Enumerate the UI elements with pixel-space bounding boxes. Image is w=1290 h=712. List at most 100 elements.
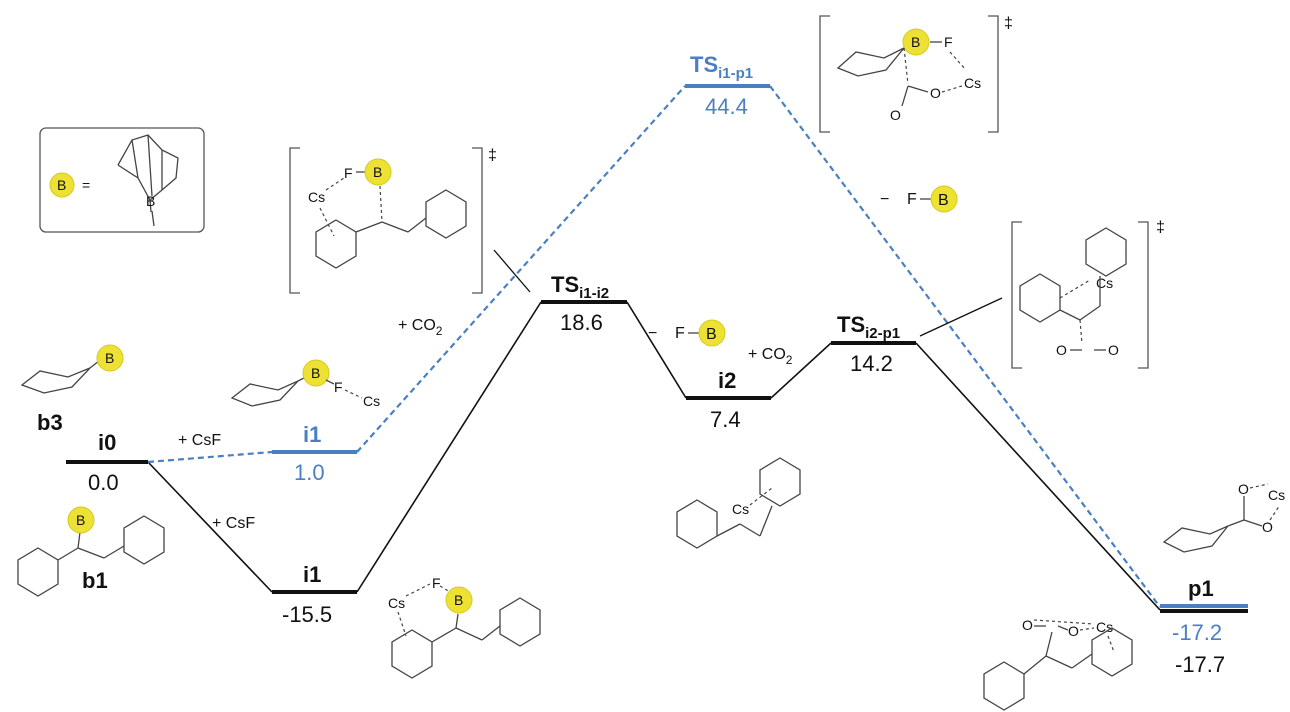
tsp-f-atom: F — [944, 34, 953, 50]
bond-ch2-ring — [1071, 653, 1093, 669]
label-ts-i1-p1: TSi1-p1 — [690, 52, 753, 82]
energy-ts-i2-p1: 14.2 — [850, 351, 893, 376]
boron-icon — [302, 359, 330, 387]
i1-f-atom: F — [334, 379, 343, 395]
energy-i2: 7.4 — [710, 407, 741, 432]
label-i1-black: i1 — [303, 562, 321, 587]
co2-right-sub: 2 — [786, 353, 793, 367]
dash-cs-f — [405, 583, 431, 597]
bond-chain-3 — [759, 505, 773, 537]
benzene-ring-top — [1085, 227, 1127, 277]
label-i2: i2 — [718, 368, 736, 393]
label-b3: b3 — [37, 410, 63, 435]
dash-f-cs — [949, 51, 967, 71]
reagent-csf-top: + CsF — [178, 432, 221, 449]
bond-ring-ch — [355, 221, 383, 233]
boron-icon — [67, 506, 95, 534]
dash-ring-cs — [1059, 279, 1091, 299]
benzene-ring-left — [315, 219, 357, 269]
ts-i1-p1-sub: i1-p1 — [718, 65, 753, 82]
minus-sign-right: − — [880, 191, 889, 208]
path-blue-i0-i1 — [147, 450, 273, 464]
benzene-ring-left — [676, 499, 718, 549]
p1b-cs-atom: Cs — [1268, 487, 1285, 503]
bond-c-o — [1057, 625, 1069, 631]
boron-icon — [96, 344, 124, 372]
tsp-o-atom-2: O — [930, 85, 941, 101]
p1k-o-atom-2: O — [1068, 623, 1079, 639]
molecule-p1-blue: O O Cs — [1162, 481, 1285, 553]
bracket-left — [819, 15, 830, 133]
bracket-left — [1011, 221, 1022, 369]
bbn-b-atom: B — [146, 193, 155, 209]
ts-i2-p1-main: TS — [837, 312, 865, 337]
ts-cs-atom: Cs — [308, 189, 325, 205]
bond-chain-2 — [739, 523, 761, 537]
i1k-b-atom: B — [454, 592, 463, 608]
dash-o-cs-2 — [1269, 504, 1281, 521]
co2-left-sub: 2 — [436, 324, 443, 338]
co2-right-main: + CO — [748, 346, 786, 363]
dash-c-co2 — [1079, 319, 1083, 345]
ts-i2-p1-sub: i2-p1 — [865, 325, 900, 342]
cyclohexane-ring — [20, 367, 91, 394]
bond-c-o-double — [901, 85, 909, 107]
i1-cs-atom: Cs — [363, 393, 380, 409]
dash-cs-ring — [1107, 635, 1115, 653]
bond-ch-ch2 — [77, 547, 105, 559]
dash-o-cs-1 — [1249, 483, 1269, 489]
legend-b-symbol: B — [57, 177, 66, 193]
bond-ch-b — [455, 613, 459, 629]
label-b1: b1 — [82, 568, 108, 593]
dash-o-cs-1 — [1033, 619, 1095, 625]
tsp-b-atom: B — [911, 34, 920, 50]
path-black-i0-i1 — [147, 461, 273, 593]
label-p1: p1 — [1188, 576, 1214, 601]
dash-cs-ring — [397, 611, 407, 637]
minus-fb-mid: − F B — [648, 319, 726, 347]
benzene-ring-left — [391, 629, 433, 679]
p1b-o-atom-2: O — [1262, 519, 1273, 535]
bond-ring-ch — [1059, 309, 1081, 321]
path-black-ts12-i2 — [626, 301, 687, 399]
dash-f-b — [439, 585, 451, 593]
atom-b-right: B — [938, 192, 949, 209]
energy-p1-blue: -17.2 — [1172, 620, 1222, 645]
reagent-co2-right: + CO2 — [748, 346, 793, 367]
boron-icon — [902, 28, 930, 56]
ts-i2-p1-structure: ‡ Cs O O — [919, 219, 1165, 369]
bond-chain-1 — [716, 523, 741, 537]
dash-f-cs — [344, 389, 363, 399]
p1k-cs-atom: Cs — [1096, 619, 1113, 635]
energy-ts-i1-p1: 44.4 — [705, 94, 748, 119]
path-black-ts2-p1 — [915, 342, 1161, 611]
b3-b-atom: B — [105, 350, 114, 366]
dash-cs-ring — [749, 487, 773, 506]
molecule-b3: B b3 — [20, 344, 124, 435]
benzene-ring-right — [425, 189, 467, 239]
path-black-i1-ts12 — [356, 301, 542, 593]
tsp-cs-atom: Cs — [964, 75, 981, 91]
molecule-i2: Cs — [676, 457, 801, 549]
dash-o-cs — [941, 85, 963, 93]
tsp-o-atom-1: O — [890, 107, 901, 123]
bond-ch-ch2 — [1045, 655, 1073, 669]
bond-ch2-ring — [103, 545, 125, 559]
boron-icon — [49, 172, 75, 198]
bond-ch-b — [77, 531, 81, 549]
boron-icon — [698, 319, 726, 347]
bond-ring-ch — [1023, 655, 1047, 675]
ts-i1-p1-main: TS — [690, 52, 718, 77]
ts-i1-i2-main: TS — [551, 272, 579, 297]
label-ts-i2-p1: TSi2-p1 — [837, 312, 900, 342]
bbn-skeleton — [117, 134, 179, 213]
bracket-right — [1138, 221, 1149, 369]
bond-ring-ch — [431, 627, 457, 643]
dash-cs-f — [325, 177, 345, 191]
bond-c-o-down — [1243, 519, 1263, 527]
energy-i0: 0.0 — [88, 470, 119, 495]
dagger: ‡ — [488, 147, 497, 164]
label-ts-i1-i2: TSi1-i2 — [551, 272, 609, 302]
atom-f-mid: F — [675, 325, 685, 342]
